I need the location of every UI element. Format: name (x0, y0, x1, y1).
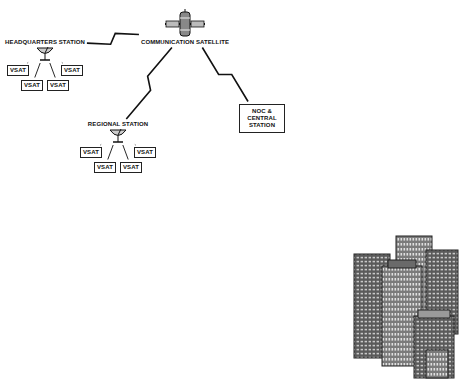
node-label: REGIONAL STATION (88, 121, 148, 128)
node-label: VSAT (24, 82, 40, 89)
terminal-box: VSAT (94, 162, 116, 173)
node-label: HEADQUARTERS STATION (5, 39, 85, 46)
terminal-link (134, 144, 136, 146)
node-label: VSAT (97, 164, 113, 171)
terminal-link (123, 145, 128, 160)
terminal-box: VSAT (134, 147, 156, 158)
dish-antenna (34, 46, 56, 61)
node-label: VSAT (50, 82, 66, 89)
terminal-box: VSAT (120, 162, 142, 173)
terminal-link (35, 63, 40, 78)
terminal-link (100, 144, 102, 146)
radio-link (87, 33, 139, 44)
terminal-box: VSAT (80, 147, 102, 158)
radio-link (202, 48, 248, 102)
node-label: VSAT (123, 164, 139, 171)
dish-antenna (107, 128, 129, 143)
node-label: VSAT (137, 149, 153, 156)
terminal-box: VSAT (61, 65, 83, 76)
node-label: NOC & CENTRAL STATION (243, 108, 281, 129)
node-label: VSAT (83, 149, 99, 156)
earth-station: REGIONAL STATION (88, 121, 148, 143)
radio-link (126, 48, 172, 120)
central-station-box: NOC & CENTRAL STATION (239, 104, 285, 133)
city-buildings-illustration (352, 232, 460, 382)
terminal-link (27, 62, 29, 64)
terminal-box: VSAT (47, 80, 69, 91)
satellite-node: COMMUNICATION SATELLITE (141, 9, 229, 46)
node-label: COMMUNICATION SATELLITE (141, 39, 229, 46)
earth-station: HEADQUARTERS STATION (5, 39, 85, 61)
satellite-icon (163, 9, 207, 39)
node-label: VSAT (10, 67, 26, 74)
terminal-box: VSAT (7, 65, 29, 76)
terminal-link (108, 145, 113, 160)
node-label: VSAT (64, 67, 80, 74)
terminal-link (61, 62, 63, 64)
terminal-link (50, 63, 55, 78)
terminal-box: VSAT (21, 80, 43, 91)
